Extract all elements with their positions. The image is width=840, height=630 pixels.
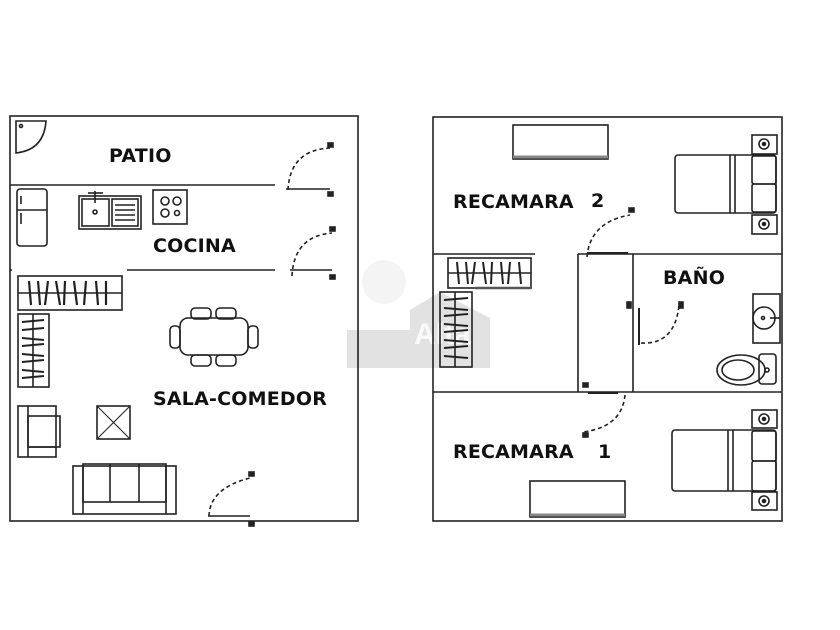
room-label-cocina: COCINA	[153, 235, 236, 257]
sofa-icon	[72, 463, 177, 515]
sink-icon	[752, 293, 781, 344]
closet-icon	[17, 313, 50, 388]
room-number-recamara-2: 2	[591, 190, 605, 212]
bed-icon	[674, 154, 777, 214]
nightstand-icon	[751, 409, 778, 511]
room-label-recamara-2: RECAMARA	[453, 191, 574, 213]
door-swing-icon	[290, 226, 336, 280]
closet-icon	[439, 291, 473, 368]
stove-icon	[152, 189, 188, 225]
desk-icon	[512, 124, 609, 160]
fridge-icon	[16, 188, 48, 247]
nightstand-icon	[751, 134, 778, 235]
bed-icon	[671, 429, 777, 492]
closet-icon	[17, 275, 123, 311]
door-swing-icon	[626, 301, 684, 345]
door-swing-icon	[586, 207, 635, 258]
room-label-recamara-1: RECAMARA	[453, 441, 574, 463]
room-number-recamara-1: 1	[598, 441, 612, 463]
dining-table-icon	[169, 307, 259, 367]
door-swing-icon	[286, 142, 334, 197]
door-swing-icon	[208, 471, 255, 527]
closet-icon	[447, 257, 532, 290]
room-label-patio: PATIO	[109, 145, 172, 167]
ground-floor-walls	[9, 115, 359, 522]
armchair-icon	[17, 405, 61, 458]
watermark-text: Alta	[414, 318, 471, 351]
room-label-bano: BAÑO	[663, 267, 726, 289]
double-sink-icon	[78, 191, 142, 230]
toilet-icon	[716, 353, 777, 386]
desk-icon	[529, 480, 626, 518]
room-label-sala-comedor: SALA-COMEDOR	[153, 388, 328, 410]
corner-shower-icon	[15, 120, 47, 154]
coffee-table-icon	[96, 405, 131, 440]
door-swing-icon	[582, 382, 626, 438]
